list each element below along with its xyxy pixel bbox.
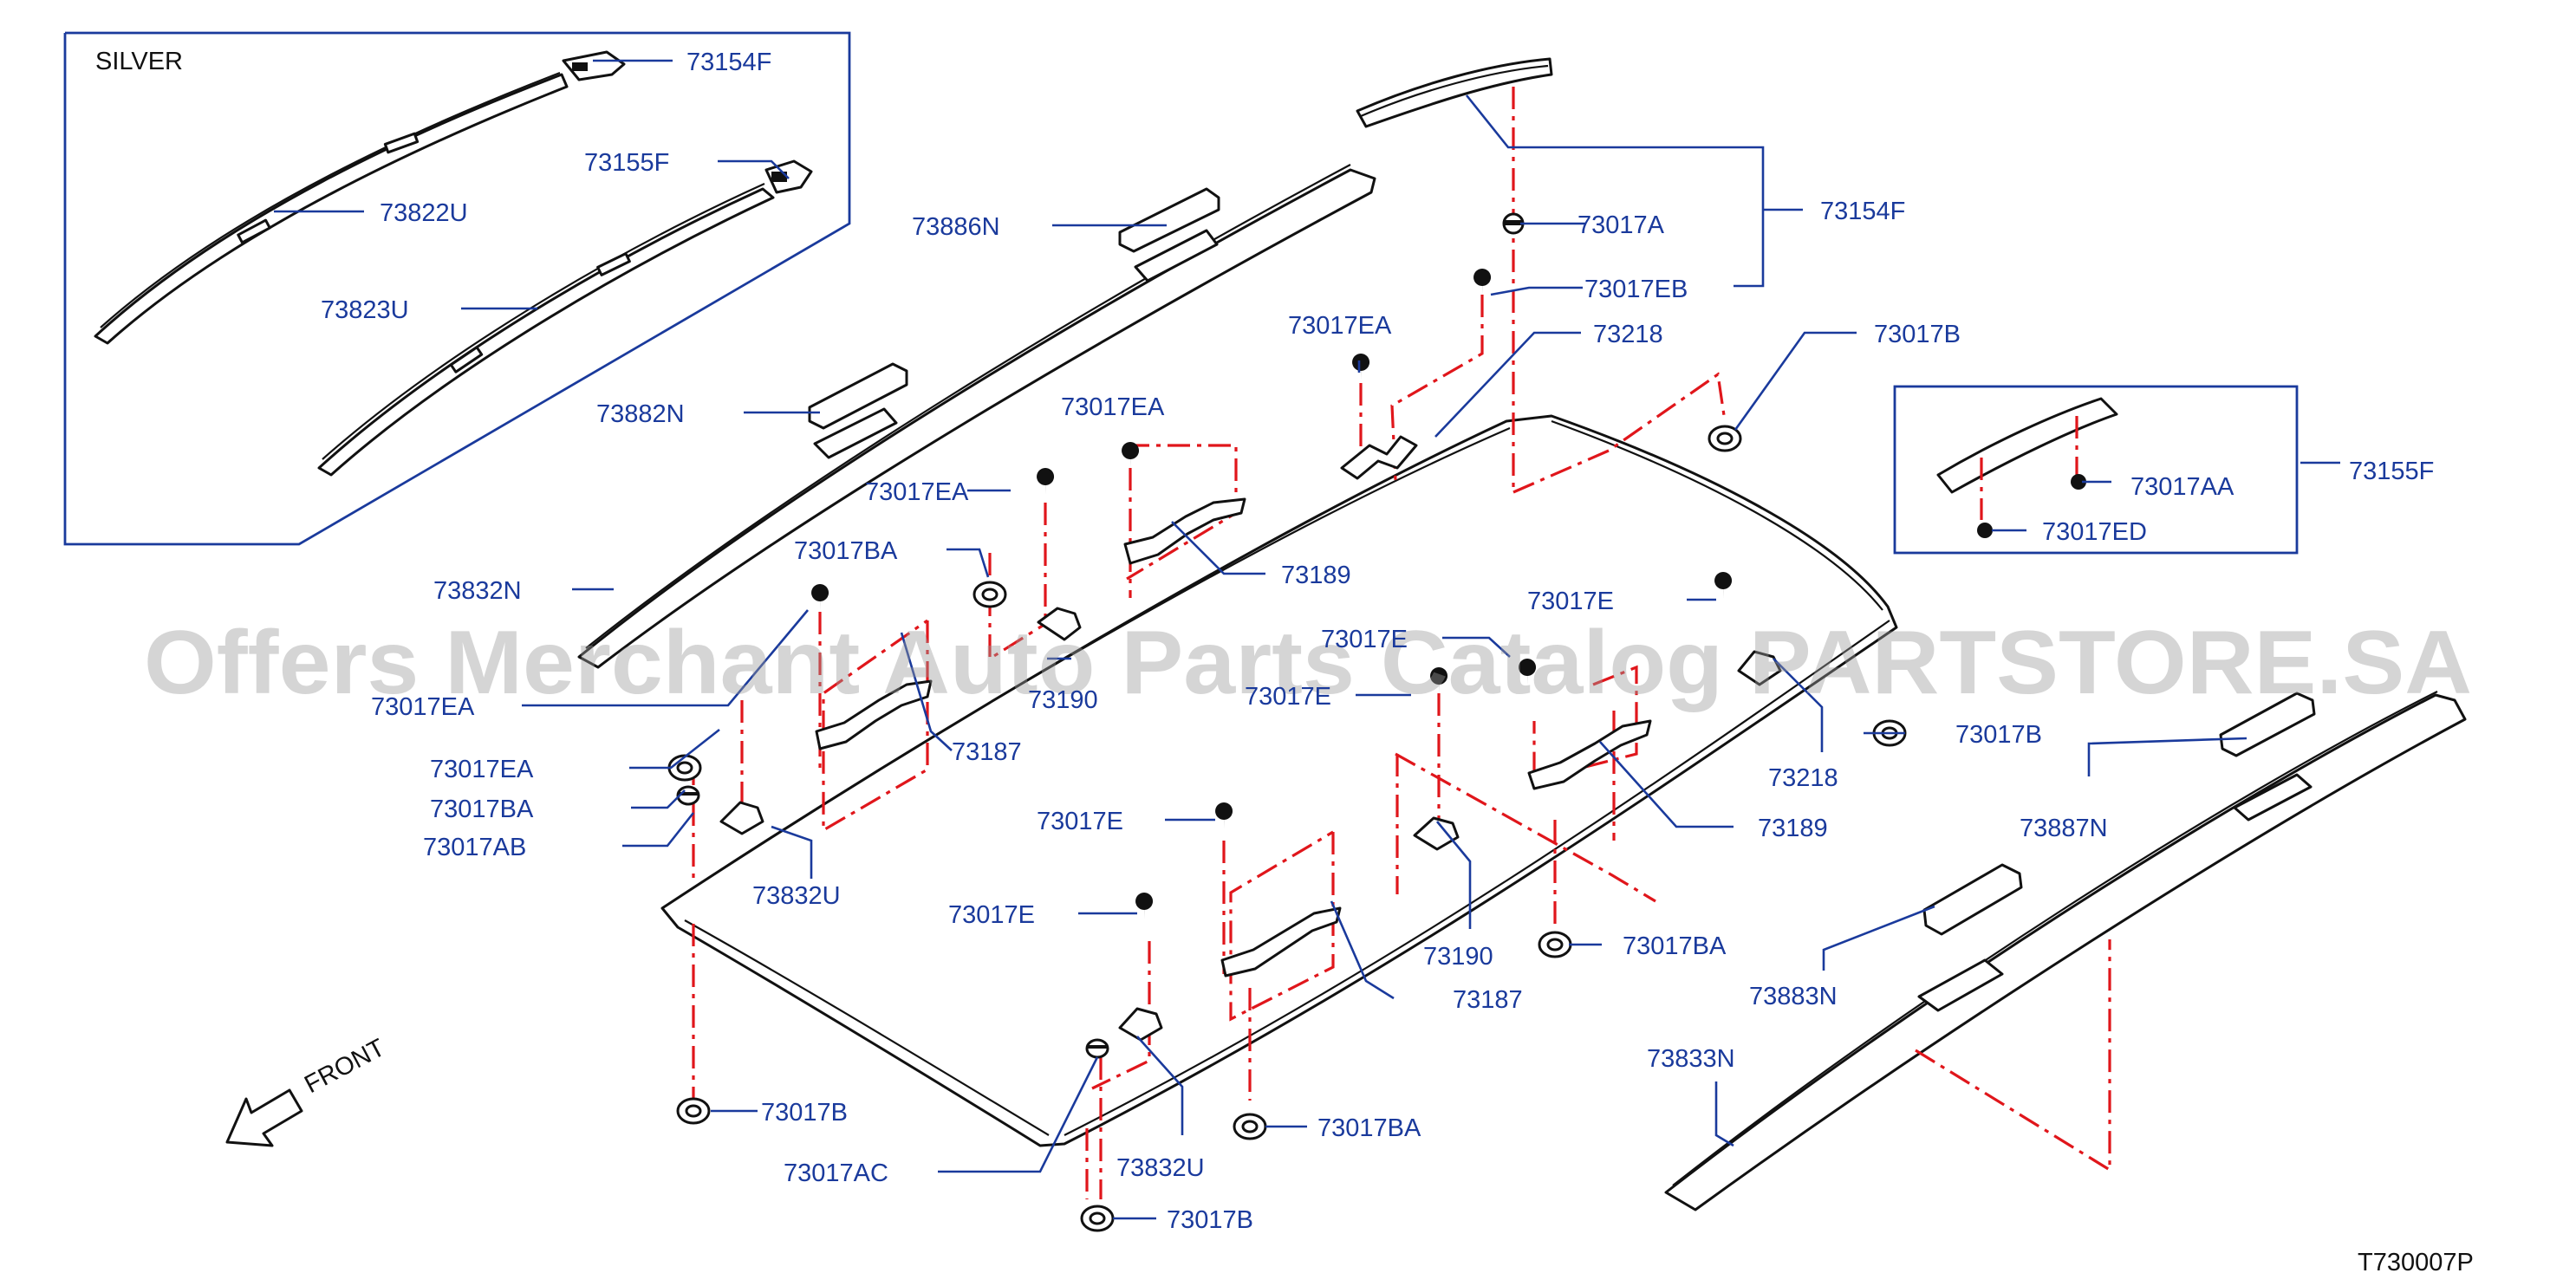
part-label: 73883N [1749, 983, 1838, 1010]
part-label: 73017AC [784, 1159, 888, 1187]
part-label: 73218 [1593, 321, 1663, 348]
part-label: 73886N [912, 213, 1000, 241]
roof-rail-73822U [94, 73, 569, 345]
part-label: 73822U [380, 199, 468, 227]
part-label: 73017EA [430, 756, 534, 783]
part-label: 73190 [1423, 943, 1493, 971]
part-label: 73017EB [1584, 276, 1688, 303]
end-cap-73155F [1936, 397, 2118, 494]
part-label: 73017B [1955, 721, 2042, 749]
part-label: 73833N [1647, 1045, 1735, 1073]
part-label: 73017ED [2042, 518, 2147, 546]
part-label: 73154F [1820, 198, 1905, 225]
part-label: 73017BA [1623, 932, 1727, 960]
part-label: 73190 [1028, 686, 1098, 714]
part-label: 73154F [686, 49, 771, 76]
inset-73155F [1893, 385, 2299, 555]
part-label: 73017E [1245, 683, 1331, 711]
part-label: 73155F [2349, 458, 2434, 485]
watermark: Offers Merchant Auto Parts Catalog PARTS… [144, 613, 2472, 713]
part-label: 73017BA [1317, 1114, 1421, 1142]
roof-rail-73832N [577, 164, 1376, 669]
part-label: 73017A [1577, 211, 1665, 239]
cover-73886N [1118, 187, 1220, 253]
part-label: 73017E [1037, 808, 1123, 835]
part-label: 73017B [1167, 1206, 1253, 1234]
part-label: 73017EA [1061, 393, 1165, 421]
part-label: 73882N [596, 400, 685, 428]
part-label: 73155F [584, 149, 669, 177]
callout-labels: 73154F 73155F 73822U 73823U 73886N 73154… [321, 49, 2434, 1234]
front-arrow-icon: FRONT [225, 1034, 390, 1147]
roof-panel [660, 414, 1898, 1147]
part-label: 73832U [1116, 1154, 1205, 1182]
part-label: 73832U [752, 882, 841, 910]
part-label: 73189 [1758, 815, 1828, 842]
part-label: 73017BA [794, 537, 898, 565]
inset-label: SILVER [95, 48, 183, 75]
cover-73887N [2219, 692, 2316, 757]
front-label: FRONT [300, 1034, 389, 1099]
part-label: 73017AB [423, 834, 526, 861]
end-cap-73154F [1356, 57, 1553, 128]
cover-73883N [1922, 863, 2023, 936]
leader-lines [274, 59, 2340, 1220]
roof-rail-73823U [317, 187, 775, 477]
part-label: 73017EA [865, 478, 969, 506]
part-label: 73017BA [430, 796, 534, 823]
part-label: 73823U [321, 296, 409, 324]
part-label: 73017E [948, 901, 1035, 929]
brackets [719, 435, 1782, 1042]
end-cap-73154F-silver [562, 50, 626, 81]
part-label: 73017E [1527, 588, 1614, 615]
diagram-code: T730007P [2358, 1249, 2474, 1276]
part-label: 73189 [1281, 562, 1351, 589]
part-label: 73017EA [371, 693, 475, 721]
part-label: 73187 [952, 738, 1022, 766]
cover-73882N [808, 362, 908, 430]
part-label: 73017AA [2130, 473, 2234, 501]
roof-rail-73833N [1664, 691, 2467, 1211]
part-label: 73017B [761, 1099, 848, 1127]
end-cap-73155F-silver [764, 159, 813, 194]
part-label: 73017EA [1288, 312, 1392, 340]
part-label: 73017B [1874, 321, 1961, 348]
part-label: 73187 [1453, 986, 1523, 1014]
part-label: 73017E [1321, 626, 1408, 653]
part-label: 73218 [1768, 764, 1838, 792]
part-label: 73887N [2020, 815, 2108, 842]
part-label: 73832N [433, 577, 522, 605]
silver-inset: SILVER [63, 31, 851, 546]
